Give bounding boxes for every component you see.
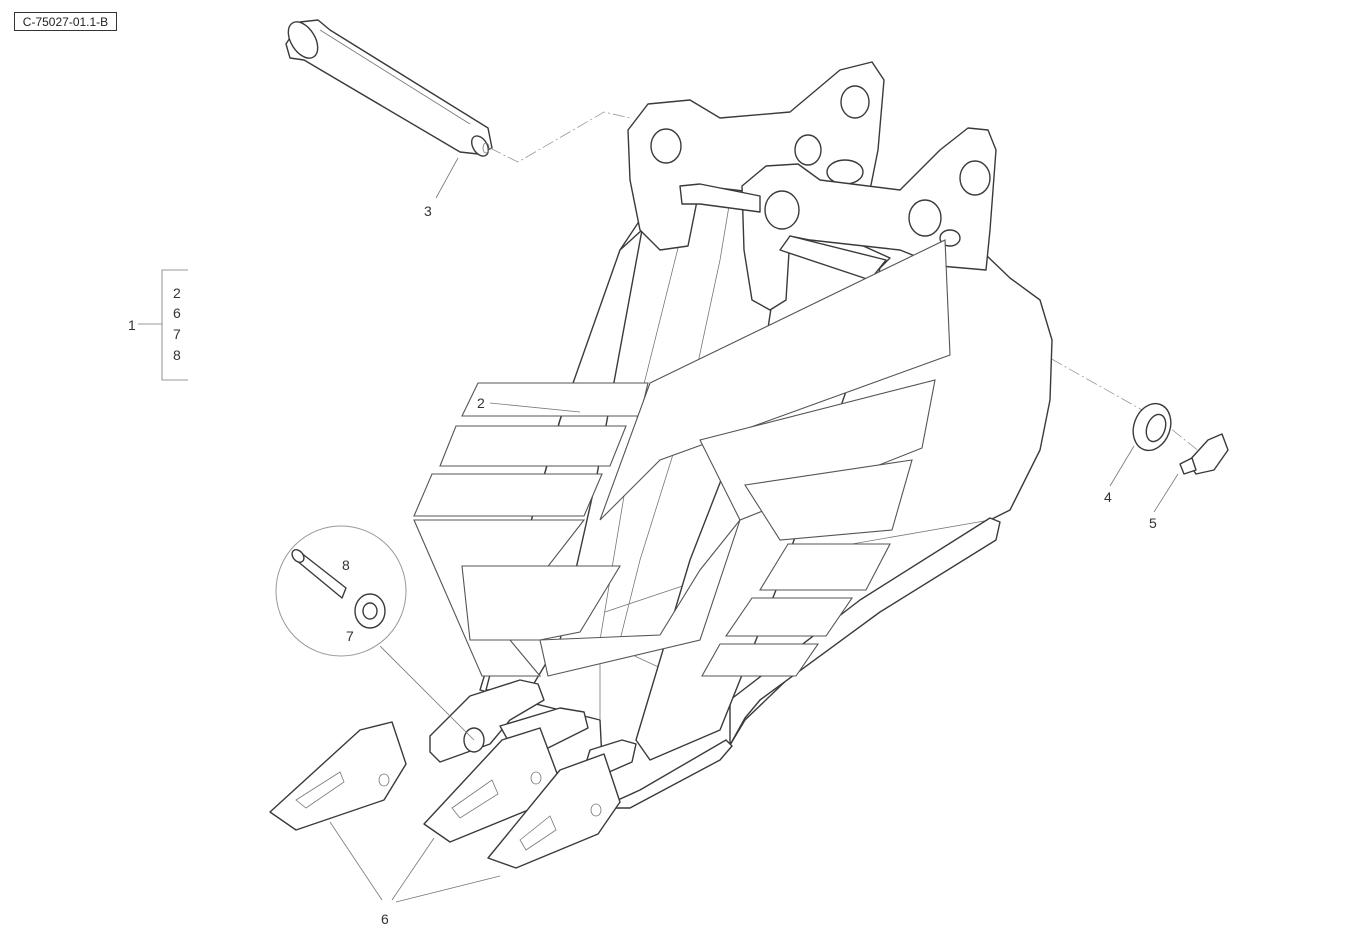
callout-3: 3 (424, 203, 432, 219)
callout-7: 7 (346, 628, 354, 644)
detail-circle (275, 525, 407, 657)
callout-kit-7: 7 (173, 326, 181, 342)
leader-lines (138, 157, 1179, 903)
callout-6: 6 (381, 911, 389, 927)
callout-kit-2: 2 (173, 285, 181, 301)
drawing-reference-label: C-75027-01.1-B (14, 12, 117, 31)
callout-8: 8 (342, 557, 350, 573)
callout-1: 1 (128, 317, 136, 333)
callout-4: 4 (1104, 489, 1112, 505)
callout-kit-6: 6 (173, 305, 181, 321)
decal-sticker (413, 239, 951, 677)
bucket-pin (285, 19, 493, 157)
pin-centerline (489, 111, 631, 163)
callout-2: 2 (477, 395, 485, 411)
callout-kit-8: 8 (173, 347, 181, 363)
bucket-teeth (269, 721, 621, 869)
washer (1132, 402, 1172, 452)
lock-clip (1179, 433, 1229, 475)
callout-5: 5 (1149, 515, 1157, 531)
